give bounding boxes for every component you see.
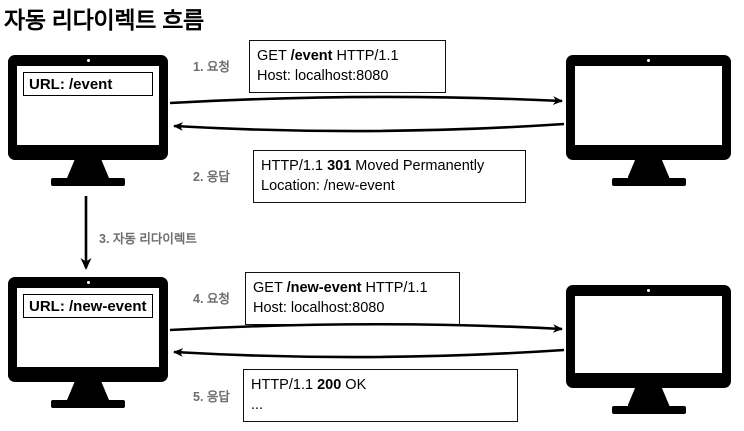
webcam-dot-icon xyxy=(86,59,90,62)
server-screen xyxy=(575,66,722,145)
msg4-post: OK xyxy=(341,377,367,393)
monitor-base xyxy=(51,400,125,408)
msg3-bold: /new-event xyxy=(286,280,362,296)
arrow-response-2 xyxy=(173,122,565,133)
message-line-1: GET /new-event HTTP/1.1 xyxy=(253,278,452,298)
message-box-response-301: HTTP/1.1 301 Moved Permanently Location:… xyxy=(253,150,526,203)
arrow-request-4 xyxy=(169,322,563,333)
step-label-5: 5. 응답 xyxy=(193,390,230,404)
url-bar-text: URL: /new-event xyxy=(29,297,147,315)
webcam-dot-icon xyxy=(647,59,650,62)
arrow-response-5 xyxy=(173,348,565,359)
message-line-2: Host: localhost:8080 xyxy=(253,300,385,316)
server-screen xyxy=(575,296,722,373)
monitor-neck xyxy=(627,388,670,406)
step-label-4: 4. 요청 xyxy=(193,292,230,306)
msg1-post: HTTP/1.1 xyxy=(332,48,399,64)
client-monitor-bottom: URL: /new-event xyxy=(8,277,168,408)
message-line-2: Host: localhost:8080 xyxy=(257,68,389,84)
monitor-neck xyxy=(627,160,670,178)
message-line-1: GET /event HTTP/1.1 xyxy=(257,46,438,66)
webcam-dot-icon xyxy=(86,281,90,284)
monitor-base xyxy=(611,178,686,186)
msg4-bold: 200 xyxy=(317,377,342,393)
step-label-2: 2. 응답 xyxy=(193,170,230,184)
step-label-3: 3. 자동 리다이렉트 xyxy=(99,232,197,246)
msg1-bold: /event xyxy=(290,48,333,64)
monitor-base xyxy=(51,178,125,186)
monitor-base xyxy=(611,406,686,414)
server-monitor-bottom xyxy=(566,285,731,414)
message-box-request-new-event: GET /new-event HTTP/1.1 Host: localhost:… xyxy=(245,272,460,325)
page-title: 자동 리다이렉트 흐름 xyxy=(4,7,204,33)
url-bar-text: URL: /event xyxy=(29,75,113,93)
monitor-neck xyxy=(67,382,109,400)
monitor-bezel xyxy=(566,285,731,388)
message-line-1: HTTP/1.1 200 OK xyxy=(251,375,510,395)
client-monitor-top: URL: /event xyxy=(8,55,168,186)
message-line-1: HTTP/1.1 301 Moved Permanently xyxy=(261,156,518,176)
monitor-neck xyxy=(67,160,109,178)
msg2-pre: HTTP/1.1 xyxy=(261,158,328,174)
msg2-bold: 301 xyxy=(327,158,352,174)
msg4-pre: HTTP/1.1 xyxy=(251,377,318,393)
message-box-response-200: HTTP/1.1 200 OK ... xyxy=(243,369,518,422)
message-box-request-event: GET /event HTTP/1.1 Host: localhost:8080 xyxy=(249,40,446,93)
server-monitor-top xyxy=(566,55,731,186)
msg3-post: HTTP/1.1 xyxy=(361,280,428,296)
url-address-bar[interactable]: URL: /new-event xyxy=(23,294,153,318)
msg3-pre: GET xyxy=(253,280,287,296)
browser-screen: URL: /new-event xyxy=(17,288,159,367)
message-line-2: ... xyxy=(251,397,264,413)
url-address-bar[interactable]: URL: /event xyxy=(23,72,153,96)
msg1-pre: GET xyxy=(257,48,291,64)
monitor-bezel xyxy=(566,55,731,160)
monitor-bezel: URL: /new-event xyxy=(8,277,168,382)
step-label-1: 1. 요청 xyxy=(193,60,230,74)
webcam-dot-icon xyxy=(647,289,650,292)
msg2-post: Moved Permanently xyxy=(351,158,485,174)
arrow-request-1 xyxy=(169,95,563,105)
message-line-2: Location: /new-event xyxy=(261,178,395,194)
browser-screen: URL: /event xyxy=(17,66,159,145)
monitor-bezel: URL: /event xyxy=(8,55,168,160)
